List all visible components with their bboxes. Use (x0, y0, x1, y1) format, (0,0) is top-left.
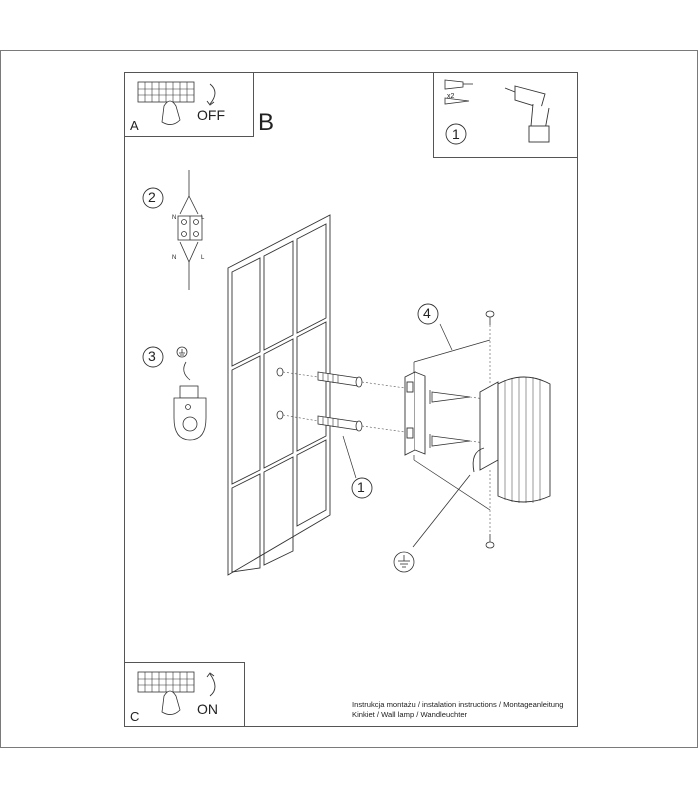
screw-icon (444, 79, 473, 105)
wiring-connector (177, 170, 203, 290)
breaker-icon (137, 671, 216, 715)
step-2-label: 2 (148, 189, 156, 205)
wall-tiles (227, 214, 331, 576)
breaker-icon (137, 81, 216, 125)
screw-icon (429, 390, 471, 448)
panel-c-power-on: C ON (124, 662, 245, 727)
step-3-label: 3 (148, 348, 156, 364)
on-label: ON (197, 701, 218, 717)
panel-a-letter: A (130, 118, 139, 133)
panel-a-power-off: A OFF (124, 72, 254, 137)
wall-anchors (317, 371, 363, 432)
wire-n-top: N (172, 215, 177, 221)
ground-icon (393, 474, 471, 573)
step-1-tools: 1 (452, 126, 460, 142)
caption-line-1: Instrukcja montażu / instalation instruc… (352, 700, 564, 709)
caption-line-2: Kinkiet / Wall lamp / Wandleuchter (352, 710, 468, 719)
wall-lamp (472, 376, 551, 503)
page-frame (0, 50, 698, 748)
wire-l-bottom: L (201, 255, 205, 261)
instruction-sheet (124, 72, 578, 727)
hand-icon (161, 100, 181, 125)
mounting-bracket (404, 371, 426, 456)
quantity-label: x2 (447, 93, 455, 100)
hand-icon (161, 690, 181, 715)
step-4-label: 4 (423, 305, 431, 321)
wire-n-bottom: N (172, 255, 177, 261)
panel-c-letter: C (130, 709, 140, 724)
caption: Instrukcja montażu / instalation instruc… (352, 700, 563, 720)
step-1-anchors-label: 1 (357, 479, 365, 495)
wire-l-top: L (201, 215, 205, 221)
ground-icon (173, 346, 207, 441)
arrow-icon (209, 673, 216, 697)
off-label: OFF (197, 107, 225, 123)
arrow-icon (209, 83, 216, 105)
tools-panel: x2 1 (433, 72, 578, 158)
drill-icon (504, 85, 550, 143)
panel-b-letter: B (258, 109, 275, 136)
